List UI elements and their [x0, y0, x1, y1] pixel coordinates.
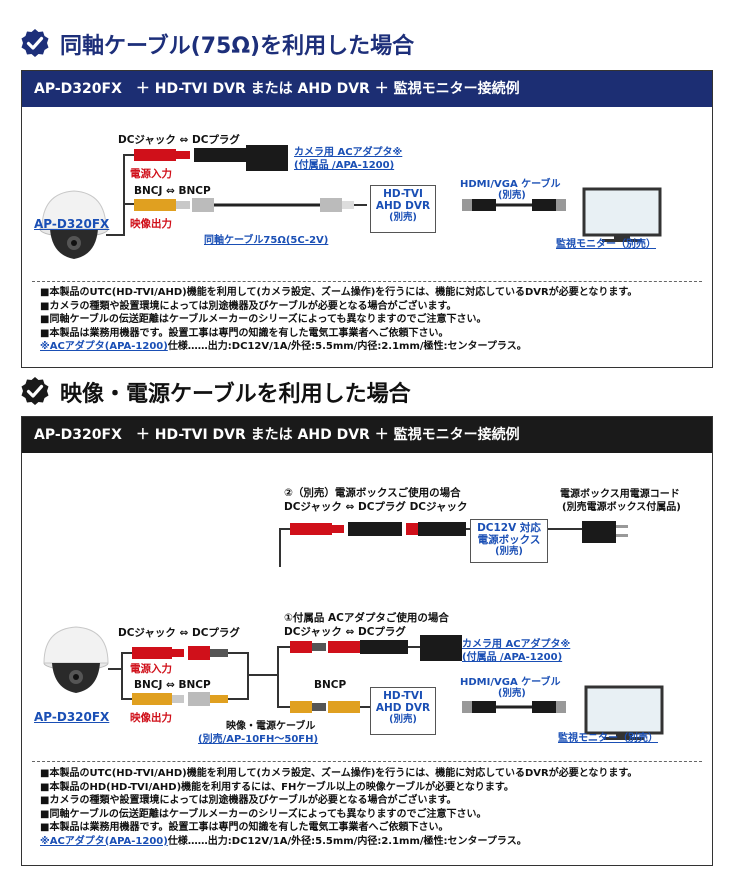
- note-item: ■本製品のUTC(HD-TVI/AHD)機能を利用して(カメラ設定、ズーム操作)…: [40, 287, 638, 298]
- power-box-label-1: DC12V 対応: [477, 522, 541, 534]
- hdmi-label-1: HDMI/VGA ケーブル: [460, 677, 561, 688]
- monitor-icon: [584, 685, 664, 740]
- camera-model-label: AP-D320FX: [34, 710, 110, 724]
- dc-plug-icon: [360, 640, 408, 654]
- monitor-label: 監視モニター（別売）: [556, 239, 656, 250]
- dvr-label-3: (別売): [389, 212, 417, 223]
- dvr-label-1: HD-TVI: [383, 188, 423, 200]
- section-title: 同軸ケーブル(75Ω)を利用した場合: [60, 34, 415, 59]
- adapter-label-2: (付属品 /APA-1200): [462, 652, 563, 663]
- option1-sub: DCジャック ⇔ DCプラグ: [284, 626, 406, 638]
- diagram-panel: AP-D320FX ＋ HD-TVI DVR または AHD DVR ＋ 監視モ…: [21, 416, 713, 866]
- dvr-label-3: (別売): [389, 714, 417, 725]
- power-jack-icon: [134, 149, 176, 161]
- cable-label-2: (別売/AP-10FH～50FH): [198, 734, 319, 745]
- adapter-spec-note: ※ACアダプタ(APA-1200)仕様……出力:DC12V/1A/外径:5.5m…: [40, 340, 637, 354]
- adapter-spec-link: ※ACアダプタ(APA-1200): [40, 835, 168, 847]
- dc-jack-plug-label: DCジャック ⇔ DCプラグ: [118, 627, 240, 639]
- note-item: ■カメラの種類や設置環境によっては別途機器及びケーブルが必要となる場合がございま…: [40, 795, 457, 806]
- monitor-icon: [582, 187, 662, 242]
- ac-adapter-icon: [420, 635, 462, 661]
- dvr-box: HD-TVI AHD DVR (別売): [370, 687, 436, 735]
- wiring-diagram: [39, 145, 662, 259]
- note-item: ■本製品は業務用機器です。設置工事は専門の知識を有した電気工事業者へご依頼下さい…: [40, 327, 449, 339]
- divider: [32, 281, 702, 282]
- camera-icon: [43, 626, 109, 693]
- check-badge-icon: [21, 377, 49, 405]
- bnc-video-jack-icon: [132, 693, 172, 705]
- dvr-label-1: HD-TVI: [383, 690, 423, 702]
- note-item: ■同軸ケーブルの伝送距離はケーブルメーカーのシリーズによっても異なりますのでご注…: [40, 808, 487, 820]
- option1-title: ①付属品 ACアダプタご使用の場合: [284, 612, 449, 624]
- adapter-label-1: カメラ用 ACアダプタ※: [462, 639, 571, 650]
- note-item: ■本製品のUTC(HD-TVI/AHD)機能を利用して(カメラ設定、ズーム操作)…: [40, 768, 638, 779]
- wiring-diagram: [43, 521, 664, 740]
- psu-cord-label-2: (別売電源ボックス付属品): [562, 502, 681, 513]
- power-box-label-2: 電源ボックス: [477, 534, 541, 546]
- note-item: ■本製品は業務用機器です。設置工事は専門の知識を有した電気工事業者へご依頼下さい…: [40, 822, 449, 833]
- adapter-spec-note: ※ACアダプタ(APA-1200)仕様……出力:DC12V/1A/外径:5.5m…: [40, 835, 637, 849]
- dc-plug-icon: [194, 148, 246, 162]
- check-badge-icon: [21, 29, 49, 57]
- hdmi-label-1: HDMI/VGA ケーブル: [460, 179, 561, 190]
- power-jack-icon: [132, 647, 172, 659]
- adapter-spec-text: 仕様……出力:DC12V/1A/外径:5.5mm/内径:2.1mm/極性:センタ…: [167, 835, 527, 847]
- dc-plug-icon: [348, 522, 402, 536]
- power-jack-icon: [290, 523, 332, 535]
- section-title: 映像・電源ケーブルを利用した場合: [60, 382, 411, 407]
- panel-header-bar: AP-D320FX ＋ HD-TVI DVR または AHD DVR ＋ 監視モ…: [22, 417, 712, 453]
- bncp-label: BNCP: [314, 679, 347, 691]
- bnc-video-jack-icon: [134, 199, 176, 211]
- diagram-panel: AP-D320FX ＋ HD-TVI DVR または AHD DVR ＋ 監視モ…: [21, 70, 713, 368]
- power-in-label: 電源入力: [130, 168, 172, 180]
- power-in-label: 電源入力: [130, 663, 172, 675]
- adapter-label-2: (付属品 /APA-1200): [294, 160, 395, 171]
- power-cord-plug-icon: [582, 521, 616, 543]
- dvr-label-2: AHD DVR: [375, 702, 431, 714]
- video-out-label: 映像出力: [130, 218, 172, 230]
- cable-label-1: 映像・電源ケーブル: [226, 721, 316, 732]
- adapter-label-1: カメラ用 ACアダプタ※: [294, 147, 403, 158]
- camera-icon: [39, 190, 109, 259]
- option2-title: ②（別売）電源ボックスご使用の場合: [284, 487, 461, 499]
- bnc-label: BNCJ ⇔ BNCP: [134, 679, 211, 691]
- note-item: ■本製品のHD(HD-TVI/AHD)機能を利用するには、FHケーブル以上の映像…: [40, 781, 514, 793]
- coax-cable-label: 同軸ケーブル75Ω(5C-2V): [204, 235, 329, 246]
- notes: ■本製品のUTC(HD-TVI/AHD)機能を利用して(カメラ設定、ズーム操作)…: [40, 767, 637, 848]
- hdmi-label-2: (別売): [498, 688, 526, 699]
- note-item: ■カメラの種類や設置環境によっては別途機器及びケーブルが必要となる場合がございま…: [40, 300, 457, 312]
- psu-cord-label-1: 電源ボックス用電源コード: [560, 489, 680, 500]
- option2-sub: DCジャック ⇔ DCプラグ DCジャック: [284, 501, 468, 513]
- ac-adapter-icon: [246, 145, 288, 171]
- camera-model-label: AP-D320FX: [34, 217, 110, 231]
- dvr-box: HD-TVI AHD DVR (別売): [370, 185, 436, 233]
- adapter-spec-link: ※ACアダプタ(APA-1200): [40, 341, 168, 352]
- video-out-label: 映像出力: [130, 712, 172, 724]
- dc-jack-plug-label: DCジャック ⇔ DCプラグ: [118, 134, 240, 146]
- power-box-label-3: (別売): [495, 546, 523, 557]
- note-item: ■同軸ケーブルの伝送距離はケーブルメーカーのシリーズによっても異なりますのでご注…: [40, 314, 487, 325]
- adapter-spec-text: 仕様……出力:DC12V/1A/外径:5.5mm/内径:2.1mm/極性:センタ…: [167, 341, 527, 352]
- hdmi-label-2: (別売): [498, 190, 526, 201]
- panel-header-bar: AP-D320FX ＋ HD-TVI DVR または AHD DVR ＋ 監視モ…: [22, 71, 712, 107]
- divider: [32, 761, 702, 762]
- bnc-label: BNCJ ⇔ BNCP: [134, 185, 211, 197]
- dvr-label-2: AHD DVR: [375, 200, 431, 212]
- monitor-label: 監視モニター（別売）: [558, 733, 658, 744]
- notes: ■本製品のUTC(HD-TVI/AHD)機能を利用して(カメラ設定、ズーム操作)…: [40, 286, 637, 354]
- power-box: DC12V 対応 電源ボックス (別売): [470, 519, 548, 563]
